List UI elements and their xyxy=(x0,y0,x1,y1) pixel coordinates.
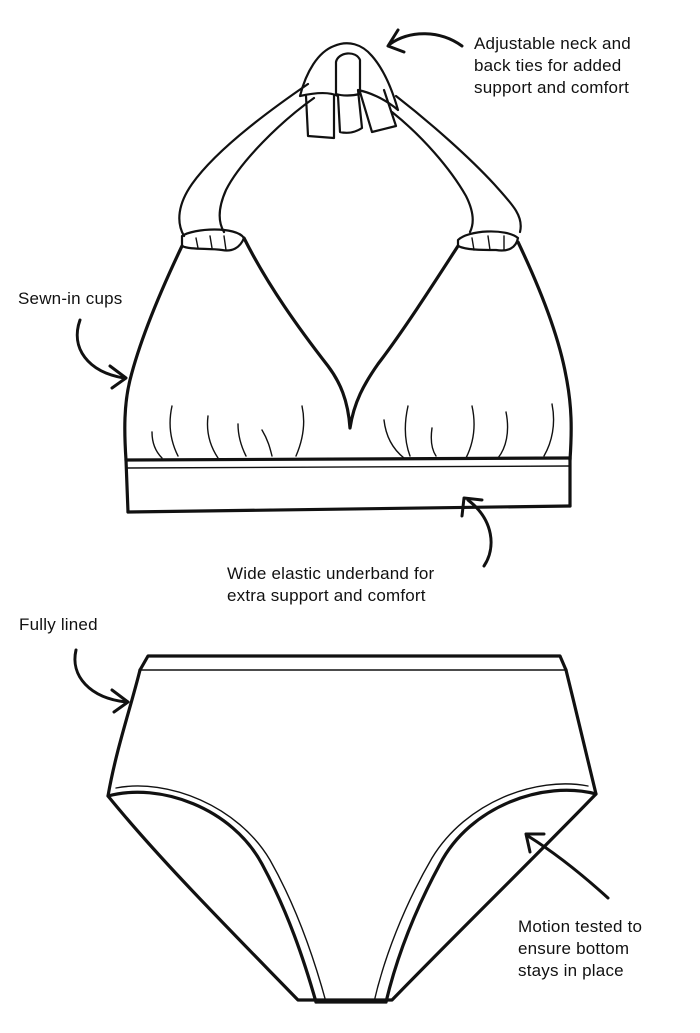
motion-callout-line-3: stays in place xyxy=(518,961,624,980)
bottom-outline xyxy=(106,668,598,1002)
left-strap-inner xyxy=(218,96,316,234)
left-leg-binding xyxy=(115,785,327,1003)
cups-callout: Sewn-in cups xyxy=(18,288,122,310)
underband-callout: Wide elastic underband for extra support… xyxy=(227,563,434,607)
lined-arrow xyxy=(73,648,128,704)
neck-tie-tail-right xyxy=(358,88,398,134)
underband-arrow xyxy=(466,498,493,568)
underband-callout-line-1: Wide elastic underband for xyxy=(227,564,435,583)
underband-callout-line-2: extra support and comfort xyxy=(227,586,426,605)
waistband-outline xyxy=(138,654,568,672)
left-cup-gathers xyxy=(151,405,305,459)
right-leg-edge xyxy=(384,788,598,1004)
callout-arrows xyxy=(73,28,610,900)
motion-arrow xyxy=(526,834,610,900)
bottom-illustration xyxy=(106,654,598,1004)
lined-callout-line-1: Fully lined xyxy=(19,615,98,634)
right-strap-inner xyxy=(390,110,474,234)
neck-tie-knot xyxy=(298,42,400,134)
neck-tie-tail-left xyxy=(304,94,336,140)
top-body-outline xyxy=(123,236,573,462)
neck-ties-callout-line-2: back ties for added xyxy=(474,56,622,75)
right-strap xyxy=(394,94,522,234)
lined-callout: Fully lined xyxy=(19,614,98,636)
cups-callout-line-1: Sewn-in cups xyxy=(18,289,123,308)
underband-stitch xyxy=(125,465,571,469)
motion-callout: Motion tested to ensure bottom stays in … xyxy=(518,916,642,982)
left-strap xyxy=(178,82,310,238)
neck-ties-callout: Adjustable neck and back ties for added … xyxy=(474,33,631,99)
neck-ties-callout-line-3: support and comfort xyxy=(474,78,629,97)
neck-ties-callout-line-1: Adjustable neck and xyxy=(474,34,631,53)
underband-top-line xyxy=(124,456,572,462)
motion-callout-line-1: Motion tested to xyxy=(518,917,643,936)
neck-tie-loop xyxy=(334,52,362,97)
right-strap-ring xyxy=(456,230,520,252)
motion-callout-line-2: ensure bottom xyxy=(518,939,630,958)
cups-arrow xyxy=(75,318,126,380)
right-cup-gathers xyxy=(383,403,555,459)
left-leg-edge xyxy=(106,790,318,1004)
halter-top-illustration xyxy=(123,42,573,514)
neck-arrow xyxy=(388,32,464,48)
underband-bottom-line xyxy=(126,504,572,514)
right-leg-binding xyxy=(373,783,589,1003)
underband-sides xyxy=(124,456,572,514)
left-strap-ring xyxy=(180,228,246,252)
